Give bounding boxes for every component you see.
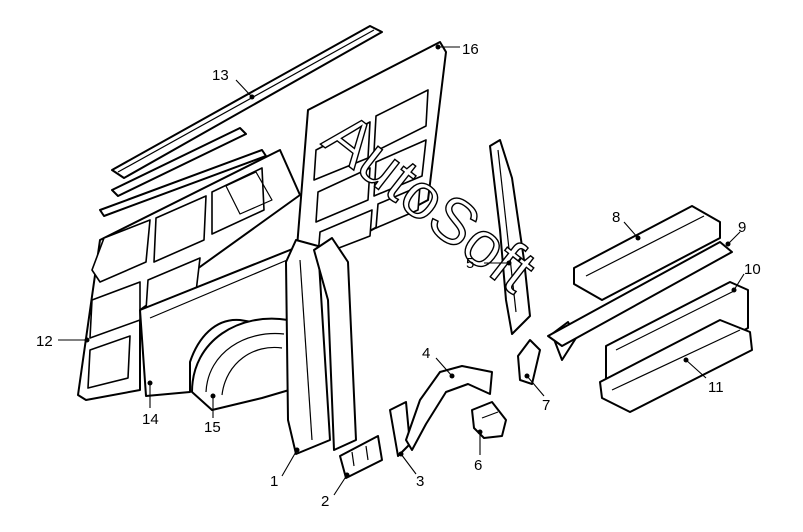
part-11-lower-tray	[599, 319, 753, 413]
callout-9: 9	[738, 219, 746, 236]
callout-7: 7	[542, 397, 550, 414]
part-4-reinforcement	[405, 365, 493, 451]
part-2-bracket	[339, 435, 383, 479]
callout-labels: 1 2 3 4 5 6 7 8 9 10 11 12 13 14 15 16	[36, 41, 761, 510]
callout-14: 14	[142, 411, 159, 428]
callout-10: 10	[744, 261, 761, 278]
part-12-side-panel-frame	[77, 149, 301, 401]
callout-13: 13	[212, 67, 229, 84]
callout-15: 15	[204, 419, 221, 436]
part-16-upper-panel-frame	[295, 41, 447, 269]
part-9-sill-strip	[547, 241, 733, 347]
callout-12: 12	[36, 333, 53, 350]
callout-16: 16	[462, 41, 479, 58]
part-13-roof-rail	[111, 25, 383, 179]
callout-1: 1	[270, 473, 278, 490]
short-rail-strips	[99, 127, 267, 217]
callout-3: 3	[416, 473, 424, 490]
callout-2: 2	[321, 493, 329, 510]
callout-5: 5	[466, 255, 474, 272]
leaders	[58, 44, 745, 496]
callout-11: 11	[708, 379, 724, 396]
callout-4: 4	[422, 345, 430, 362]
part-8-floor-panel	[573, 205, 721, 301]
part-1-pillar	[285, 237, 357, 455]
callout-8: 8	[612, 209, 620, 226]
part-6-mount	[471, 401, 507, 439]
part-5-pillar	[489, 139, 531, 335]
callout-6: 6	[474, 457, 482, 474]
part-3-brace	[389, 401, 411, 457]
